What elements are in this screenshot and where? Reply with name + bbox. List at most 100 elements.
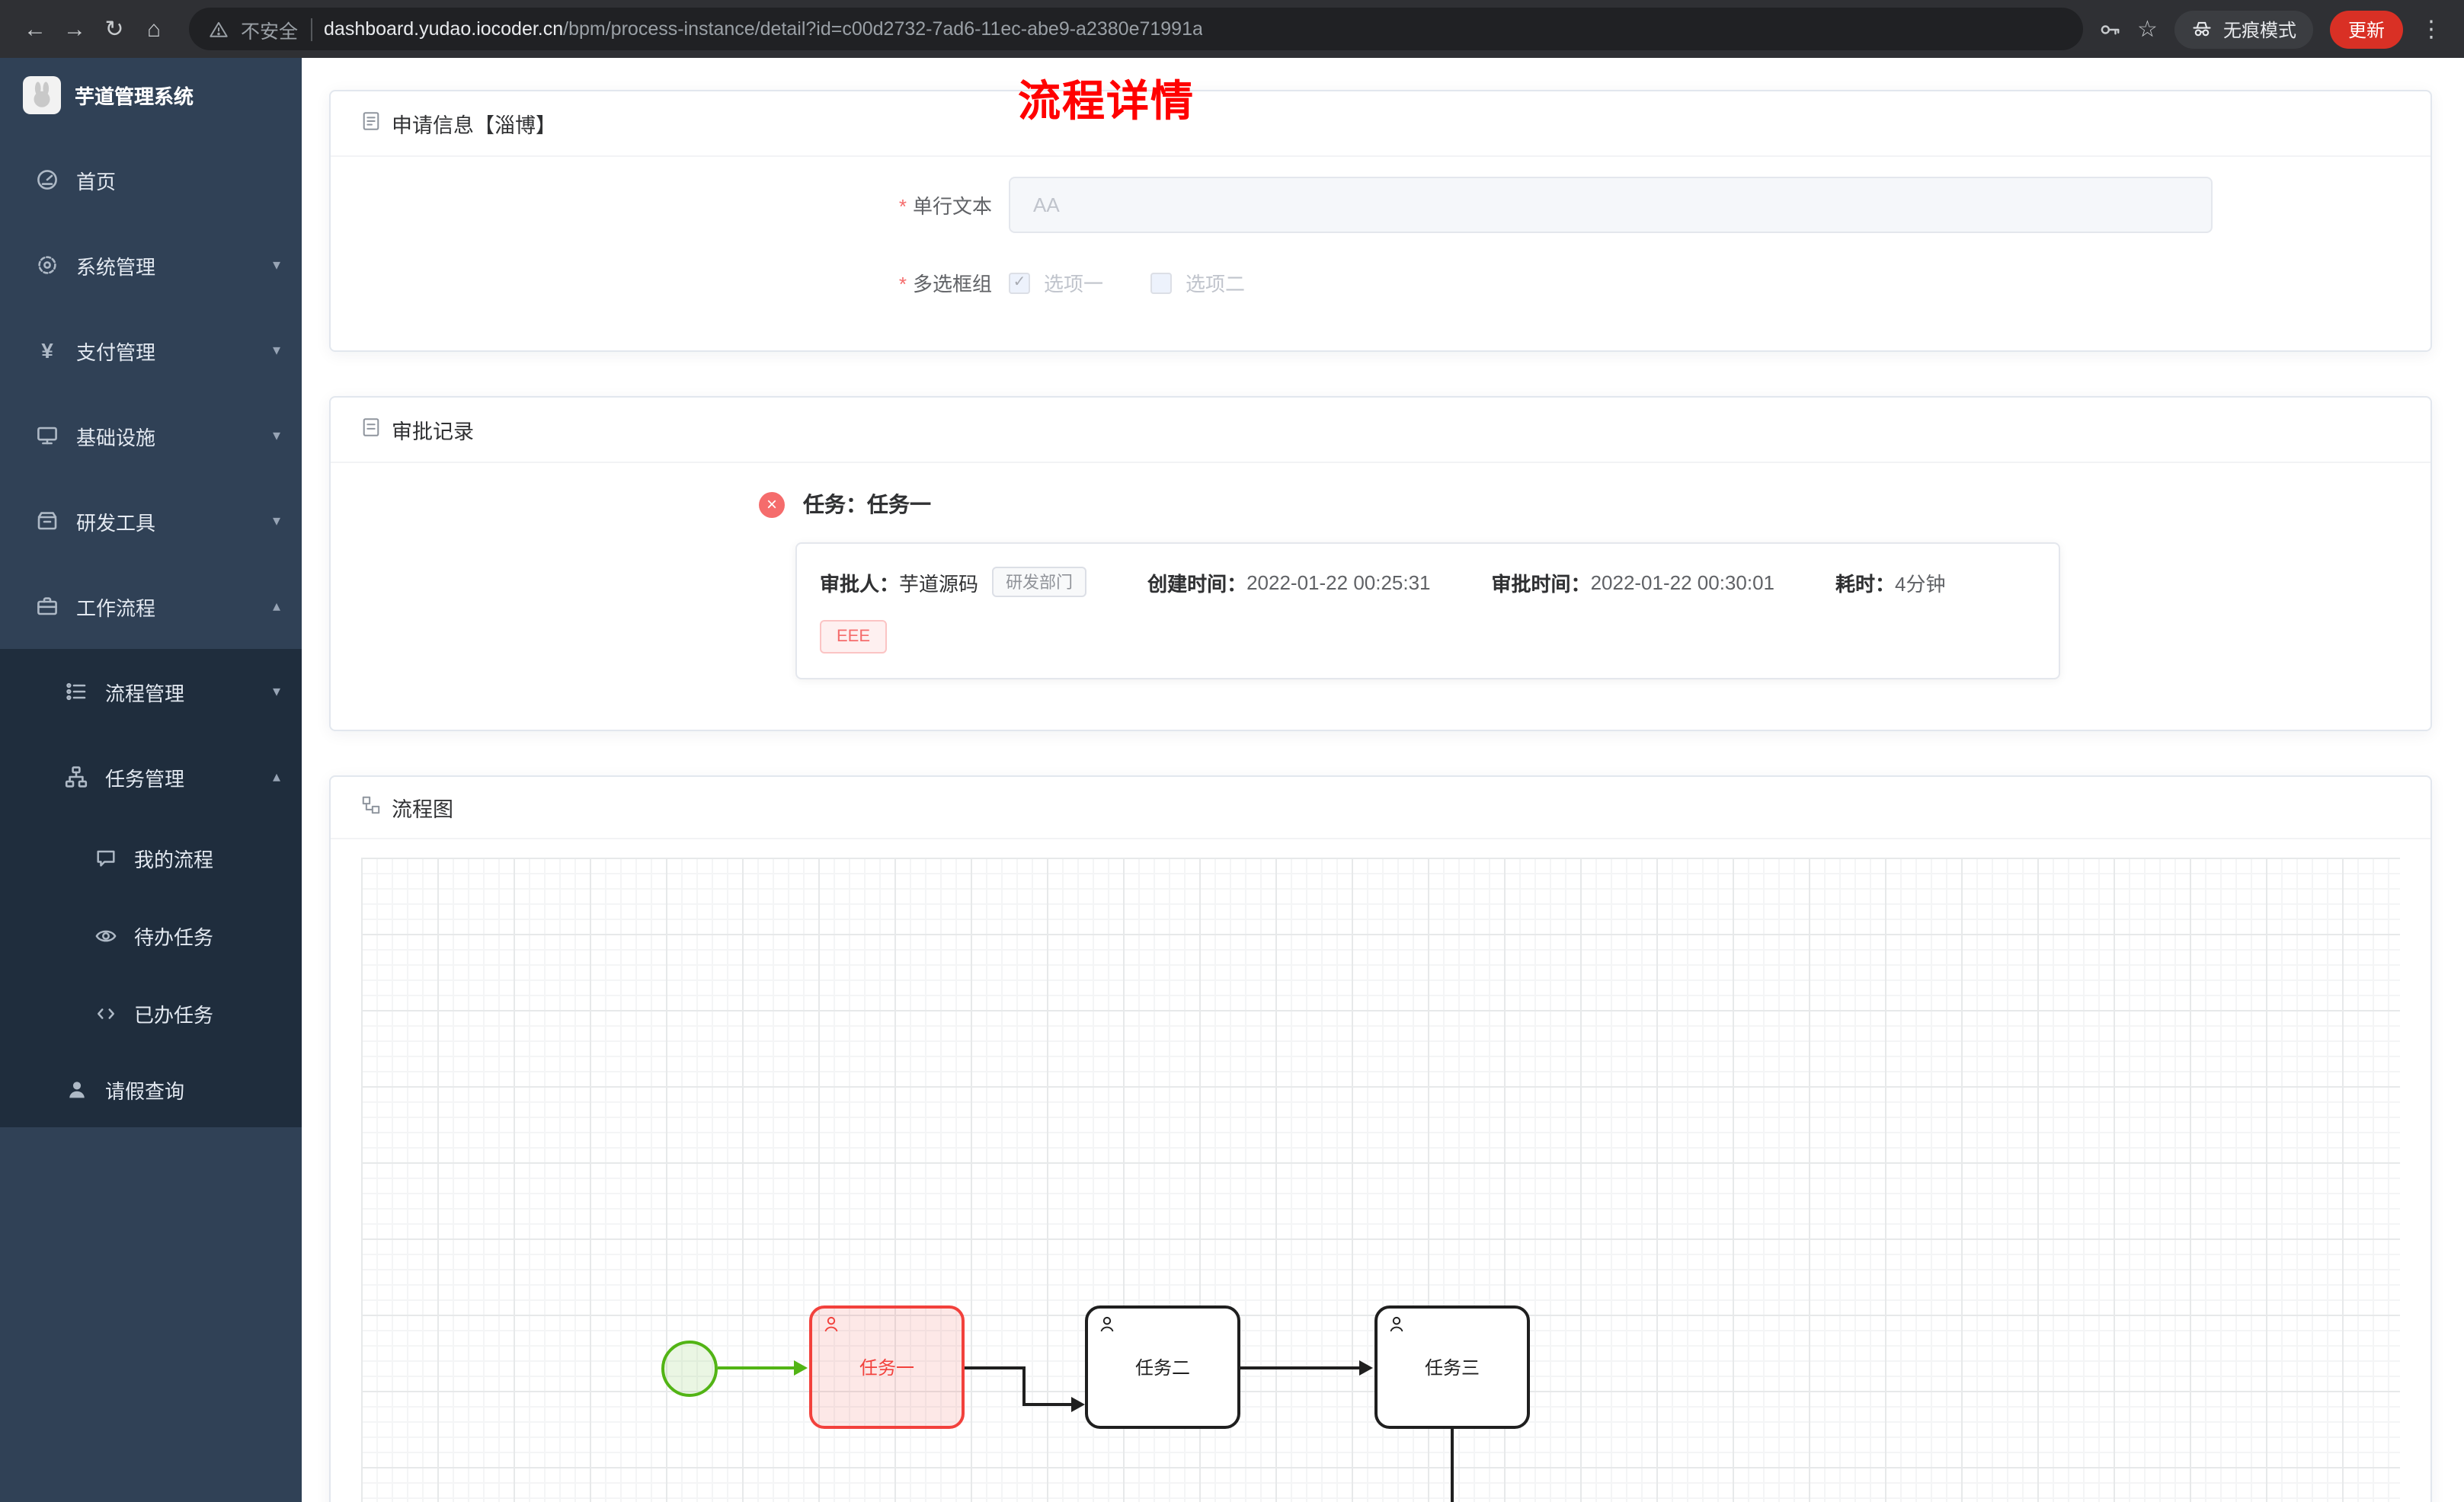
monitor-icon (35, 423, 59, 448)
checkbox-option-1[interactable]: ✓ 选项一 (1009, 268, 1103, 297)
key-icon[interactable] (2098, 18, 2120, 40)
chevron-up-icon: ▴ (272, 769, 280, 785)
flowchart-icon (361, 795, 381, 820)
field-label: *单行文本 (898, 195, 992, 218)
checkbox-option-2[interactable]: 选项二 (1150, 268, 1245, 297)
approval-timeline: × 任务：任务一 审批人： 芋道源码 研发部门 (759, 489, 2400, 679)
sidebar-item-payment[interactable]: ¥ 支付管理 ▾ (0, 308, 302, 393)
menu-label: 工作流程 (76, 596, 156, 619)
sidebar-item-my-process[interactable]: 我的流程 (0, 820, 302, 897)
toolbar-right: ☆ 无痕模式 更新 ⋮ (2098, 9, 2449, 49)
home-button[interactable]: ⌂ (146, 16, 162, 42)
menu-label: 研发工具 (76, 511, 156, 534)
menu-label: 支付管理 (76, 340, 156, 363)
diagram-card-title: 流程图 (392, 798, 453, 821)
gear-icon (35, 253, 59, 277)
user-task-icon (1097, 1315, 1117, 1339)
bpmn-canvas[interactable]: 任务一 任务二 任务三 (361, 858, 2400, 1502)
eye-icon (93, 924, 117, 948)
menu-label: 任务管理 (105, 767, 185, 790)
sidebar-item-task-management[interactable]: 任务管理 ▴ (0, 734, 302, 820)
yen-icon: ¥ (41, 338, 53, 363)
task-label: 任务一 (859, 1357, 914, 1379)
tree-icon (64, 765, 88, 789)
approval-comment-tag: EEE (820, 620, 888, 654)
apply-info-card: 申请信息【淄博】 *单行文本 *多选框组 ✓ 选项一 (329, 90, 2432, 352)
department-tag: 研发部门 (992, 567, 1087, 597)
checkbox-checked-icon: ✓ (1009, 272, 1030, 293)
sidebar-menu: 首页 系统管理 ▾ ¥ 支付管理 ▾ (0, 131, 302, 1127)
address-bar[interactable]: 不安全 dashboard.yudao.iocoder.cn/bpm/proce… (189, 8, 2083, 50)
sidebar-item-devtools[interactable]: 研发工具 ▾ (0, 478, 302, 564)
duration-value: 4分钟 (1895, 572, 1946, 595)
approved-time: 2022-01-22 00:30:01 (1590, 570, 1774, 593)
bookmark-star-icon[interactable]: ☆ (2137, 17, 2158, 43)
angle-brackets-icon (93, 1002, 117, 1026)
warning-icon (209, 19, 229, 39)
menu-label: 已办任务 (134, 1004, 214, 1027)
timeline-task-title: 任务：任务一 (803, 492, 931, 516)
url-path: /bpm/process-instance/detail?id=c00d2732… (563, 18, 1203, 40)
bpmn-task-3[interactable]: 任务三 (1374, 1305, 1530, 1429)
approval-card-title: 审批记录 (392, 420, 474, 443)
url-text: dashboard.yudao.iocoder.cn/bpm/process-i… (324, 18, 1203, 40)
chevron-down-icon: ▾ (272, 427, 280, 444)
task-label: 任务三 (1424, 1357, 1480, 1379)
document-icon (361, 111, 381, 136)
chevron-up-icon: ▴ (272, 598, 280, 615)
chevron-down-icon: ▾ (272, 257, 280, 273)
single-line-text-input[interactable] (1009, 177, 2213, 233)
sidebar-item-workflow[interactable]: 工作流程 ▴ (0, 564, 302, 649)
bpmn-task-1[interactable]: 任务一 (809, 1305, 965, 1429)
briefcase-icon (35, 594, 59, 618)
checkbox-label: 选项一 (1044, 273, 1104, 296)
records-icon (361, 417, 381, 442)
approver-label: 审批人： (820, 572, 900, 595)
app-logo[interactable]: 芋道管理系统 (0, 58, 302, 131)
approved-label: 审批时间： (1491, 572, 1591, 595)
process-diagram-card: 流程图 (329, 775, 2432, 1502)
browser-toolbar: ← → ↻ ⌂ 不安全 dashboard.yudao.iocoder.cn/b… (0, 0, 2464, 58)
checkbox-label: 选项二 (1186, 273, 1246, 296)
chat-bubble-icon (93, 846, 117, 871)
ordered-list-icon (64, 679, 88, 704)
approver-name: 芋道源码 (899, 572, 979, 595)
duration-label: 耗时： (1835, 572, 1896, 595)
required-asterisk: * (898, 195, 907, 218)
bpmn-start-event[interactable] (661, 1341, 718, 1397)
field-label: *多选框组 (898, 273, 992, 296)
browser-update-button[interactable]: 更新 (2329, 10, 2403, 48)
back-button[interactable]: ← (24, 16, 46, 42)
security-label: 不安全 (241, 21, 299, 42)
apply-card-title: 申请信息【淄博】 (392, 114, 556, 137)
checkbox-unchecked-icon (1150, 272, 1173, 293)
browser-menu-icon[interactable]: ⋮ (2420, 17, 2443, 43)
page-content: 流程详情 申请信息【淄博】 *单行文本 *多选框组 (302, 58, 2464, 1502)
created-time: 2022-01-22 00:25:31 (1246, 570, 1431, 593)
task-label: 任务二 (1134, 1357, 1190, 1379)
bpmn-task-2[interactable]: 任务二 (1085, 1305, 1240, 1429)
dashboard-icon (35, 168, 59, 192)
sidebar-item-system[interactable]: 系统管理 ▾ (0, 222, 302, 308)
sidebar-item-process-management[interactable]: 流程管理 ▾ (0, 649, 302, 734)
chevron-down-icon: ▾ (272, 683, 280, 700)
required-asterisk: * (898, 273, 907, 296)
toolbox-icon (35, 509, 59, 533)
menu-label: 基础设施 (76, 426, 156, 449)
logo-avatar (23, 75, 61, 113)
sidebar-item-home[interactable]: 首页 (0, 137, 302, 222)
url-host: dashboard.yudao.iocoder.cn (324, 18, 564, 40)
page-title: 流程详情 (1018, 78, 1195, 125)
reload-button[interactable]: ↻ (104, 17, 124, 43)
sidebar-item-leave-query[interactable]: 请假查询 (0, 1053, 302, 1127)
sidebar-item-todo-tasks[interactable]: 待办任务 (0, 897, 302, 975)
rejected-status-icon: × (759, 491, 785, 517)
sidebar-item-done-tasks[interactable]: 已办任务 (0, 975, 302, 1053)
sidebar-item-infrastructure[interactable]: 基础设施 ▾ (0, 393, 302, 478)
forward-button[interactable]: → (63, 16, 86, 42)
apply-card-header: 申请信息【淄博】 (331, 91, 2430, 157)
approval-records-card: 审批记录 × 任务：任务一 审批人： 芋道源码 (329, 396, 2432, 731)
checkbox-group: ✓ 选项一 选项二 (1009, 268, 1245, 297)
checkbox-group-row: *多选框组 ✓ 选项一 选项二 (361, 268, 2400, 297)
